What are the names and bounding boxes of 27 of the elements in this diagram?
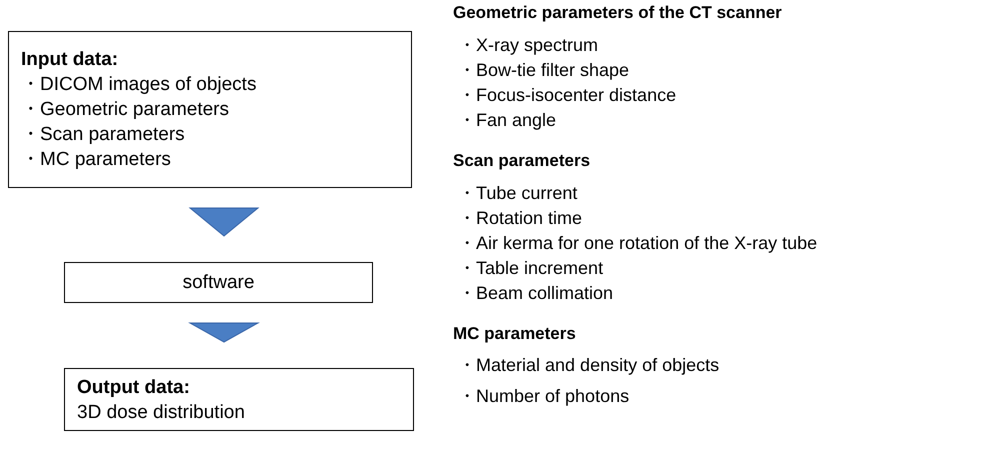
down-arrow (188, 322, 260, 343)
list-item: ・Bow-tie filter shape (458, 59, 630, 82)
section-heading: Scan parameters (453, 150, 590, 172)
down-arrow (188, 208, 260, 237)
box-text: ・Scan parameters (21, 123, 186, 147)
process-box (8, 31, 412, 188)
box-text: ・Geometric parameters (21, 98, 230, 122)
box-text: ・MC parameters (21, 148, 172, 172)
list-item: ・Table increment (458, 257, 604, 280)
box-heading: Output data: (77, 376, 191, 400)
list-item: ・Focus-isocenter distance (458, 84, 676, 107)
process-box (64, 262, 373, 303)
list-item: ・Tube current (458, 182, 578, 205)
process-box (64, 368, 414, 431)
list-item: ・Air kerma for one rotation of the X-ray tube (458, 232, 818, 255)
list-item: ・Fan angle (458, 109, 556, 132)
list-item: ・Beam collimation (458, 282, 614, 305)
box-text: ・DICOM images of objects (21, 73, 258, 97)
list-item: ・Number of photons (458, 385, 630, 408)
box-heading: Input data: (21, 48, 120, 72)
box-text: software (182, 271, 254, 295)
list-item: ・Rotation time (458, 207, 582, 230)
section-heading: MC parameters (453, 323, 576, 345)
list-item: ・Material and density of objects (458, 354, 720, 377)
section-heading: Geometric parameters of the CT scanner (453, 2, 782, 24)
list-item: ・X-ray spectrum (458, 34, 598, 57)
box-text: 3D dose distribution (77, 400, 246, 424)
